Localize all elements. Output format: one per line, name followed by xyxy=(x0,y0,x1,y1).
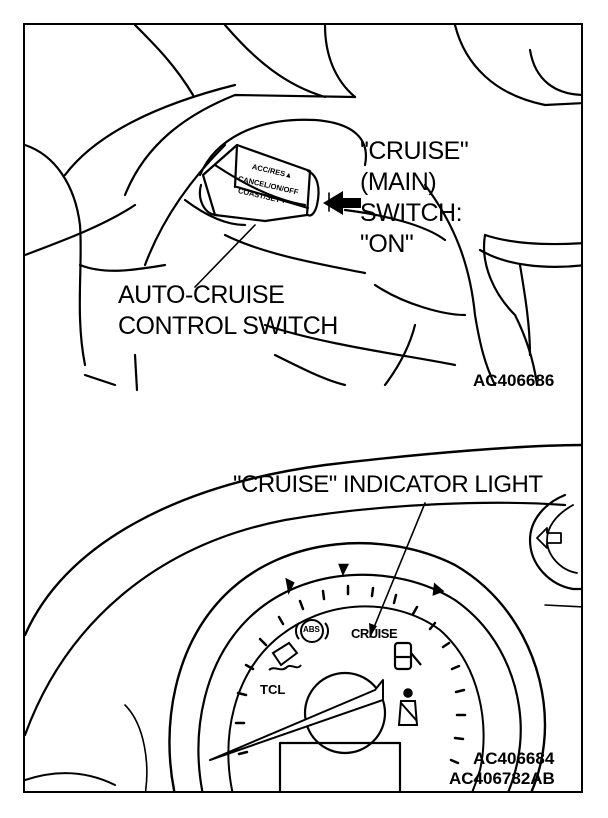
seatbelt-icon xyxy=(397,688,419,726)
main-switch-label-line2: (MAIN) xyxy=(360,168,437,196)
main-switch-arrow xyxy=(323,191,361,215)
main-switch-label-line1: "CRUISE" xyxy=(360,137,469,165)
figure-code-bottom-2: AC406782AB xyxy=(449,769,555,788)
figure-code-bottom-1: AC406684 xyxy=(473,749,555,768)
indicator-light-label: "CRUISE" INDICATOR LIGHT xyxy=(233,471,543,498)
tcl-skid-icon xyxy=(268,641,302,671)
figure-frame: ACC/RES▲ CANCEL/ON/OFF COAST/SET▼ "CRUIS… xyxy=(23,23,583,793)
abs-icon-text: ABS xyxy=(303,625,320,634)
instrument-cluster-art xyxy=(25,443,581,791)
main-switch-label-line4: "ON" xyxy=(360,230,414,258)
figure-code-top: AC406686 xyxy=(473,371,555,390)
steering-column-art xyxy=(25,25,581,392)
main-switch-label-line3: SWITCH: xyxy=(360,199,463,227)
control-switch-label-line2: CONTROL SWITCH xyxy=(118,312,338,340)
cruise-indicator-text: CRUISE xyxy=(351,626,398,641)
tcl-text: TCL xyxy=(260,682,286,697)
door-ajar-icon xyxy=(393,641,422,671)
abs-icon xyxy=(295,619,329,643)
control-switch-label-line1: AUTO-CRUISE xyxy=(118,281,285,309)
gauge-ticks xyxy=(234,563,467,765)
line-art xyxy=(25,25,581,791)
